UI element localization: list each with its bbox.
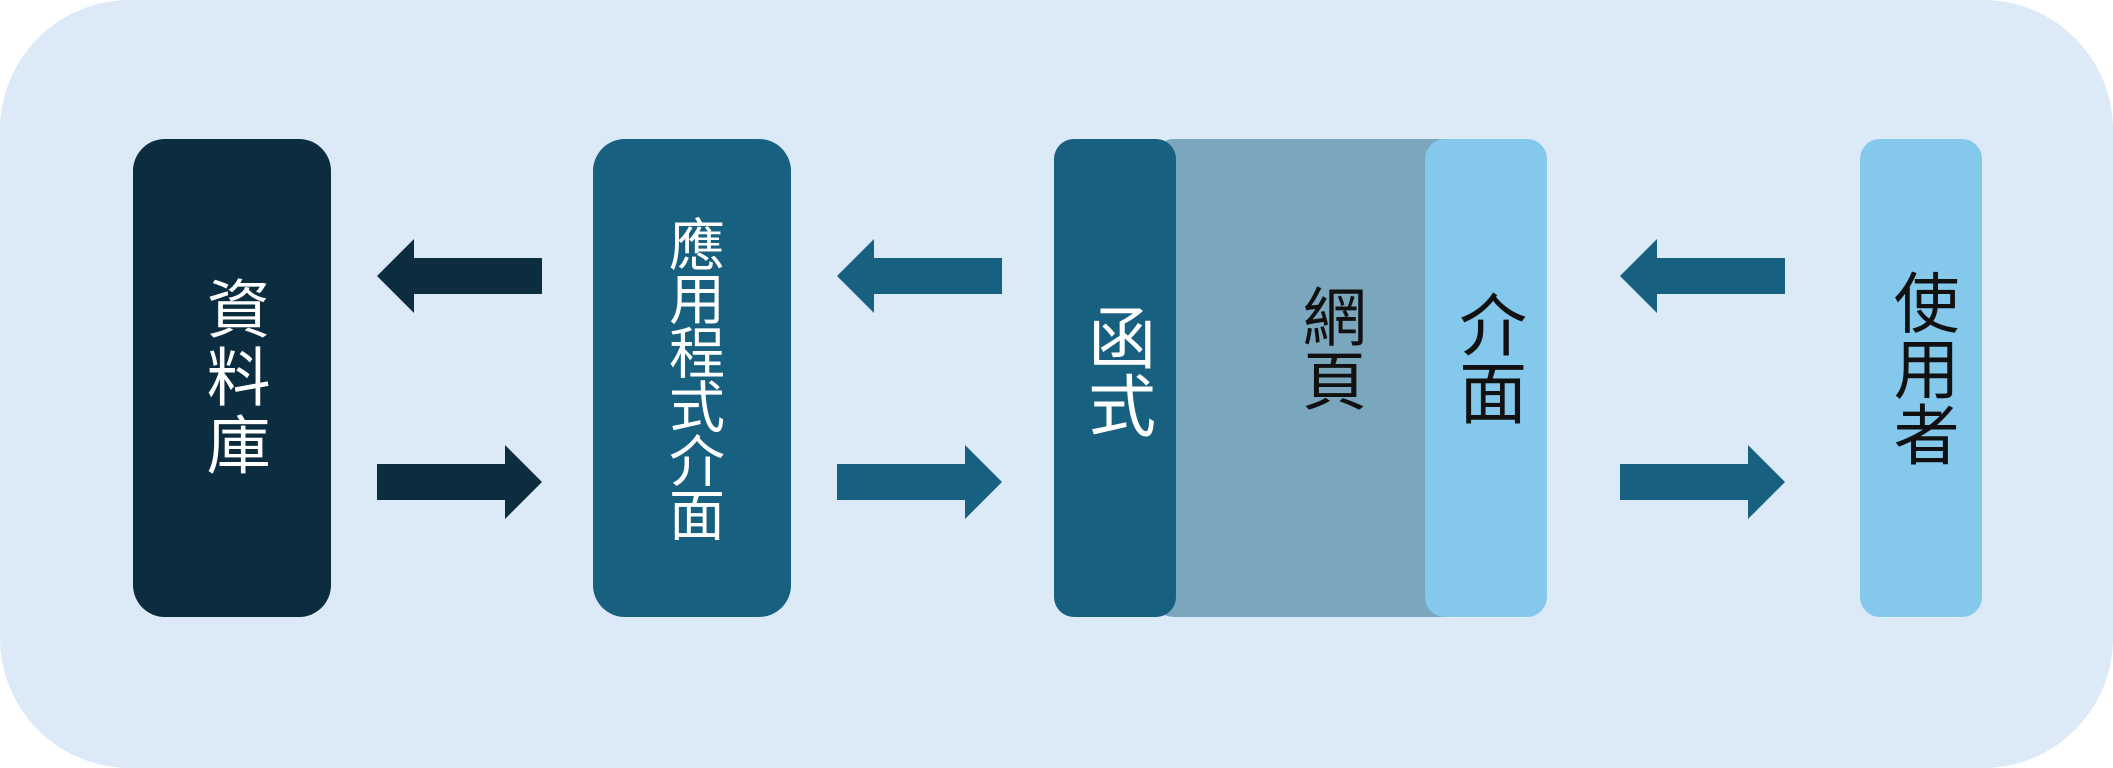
web-program-label: 函式 xyxy=(1054,139,1176,617)
app-interface-block: 應用程式介面 xyxy=(593,139,791,617)
database-label-text: 資料庫 xyxy=(195,276,270,480)
web-page-label-text: 網頁 xyxy=(1291,284,1366,412)
user-label: 使用者 xyxy=(1860,139,1982,617)
database-block: 資料庫 xyxy=(133,139,331,617)
arrow-right-app-to-web-program xyxy=(837,445,1002,519)
arrow-left-user-to-web-interface xyxy=(1620,239,1785,313)
user-label-text: 使用者 xyxy=(1882,269,1960,467)
database-label: 資料庫 xyxy=(133,139,331,617)
web-page-label: 網頁 xyxy=(1152,139,1504,617)
web-program-block: 函式 xyxy=(1054,139,1176,617)
arrow-left-web-program-to-app xyxy=(837,239,1002,313)
web-interface-label: 介面 xyxy=(1425,139,1547,617)
web-interface-block: 介面 xyxy=(1425,139,1547,617)
app-interface-label-text: 應用程式介面 xyxy=(659,216,725,540)
web-program-label-text: 函式 xyxy=(1075,302,1155,439)
arrow-right-database-to-app xyxy=(377,445,542,519)
user-block: 使用者 xyxy=(1860,139,1982,617)
arrow-left-app-to-database xyxy=(377,239,542,313)
arrow-right-web-interface-to-user xyxy=(1620,445,1785,519)
web-interface-label-text: 介面 xyxy=(1446,290,1526,426)
app-interface-label: 應用程式介面 xyxy=(593,139,791,617)
